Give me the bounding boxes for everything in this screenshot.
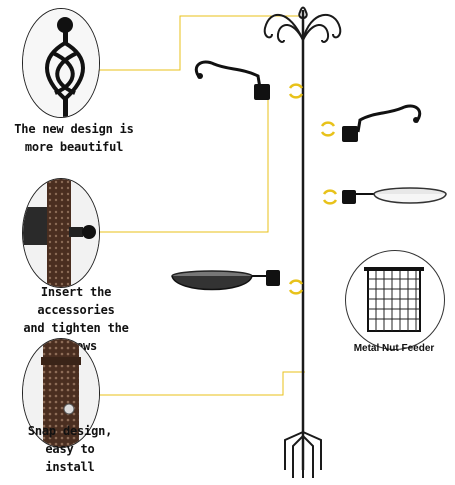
white-bird-bath-icon (342, 187, 447, 204)
caption-nut-feeder: Metal Nut Feeder (353, 343, 435, 354)
finial-detail-icon (23, 9, 99, 117)
clamp-detail-circle (22, 178, 100, 288)
rotate-arrow-icon (322, 189, 338, 205)
rotate-arrow-icon (288, 83, 304, 99)
hook-bracket-right-icon (342, 104, 422, 142)
mesh-tray-icon (171, 270, 280, 291)
suet-cage-icon (364, 267, 424, 332)
pole-base-prongs (284, 430, 322, 478)
leader-line-top (95, 15, 300, 71)
suet-cage-circle (345, 250, 445, 350)
hook-bracket-left-icon (194, 60, 270, 100)
leader-line-bottom (95, 371, 305, 396)
pole-arms (263, 6, 342, 43)
snap-detail-circle (22, 338, 100, 448)
leader-line-middle (95, 95, 269, 233)
finial-detail-circle (22, 8, 100, 118)
caption-design: The new design is more beautiful (14, 122, 134, 154)
snap-detail-icon (23, 339, 99, 447)
clamp-detail-icon (23, 179, 99, 287)
shepherd-hook-pole (263, 6, 342, 478)
rotate-arrow-icon (288, 279, 304, 295)
rotate-arrow-icon (320, 121, 336, 137)
caption-snap: Snap design, easy to install (27, 424, 113, 474)
